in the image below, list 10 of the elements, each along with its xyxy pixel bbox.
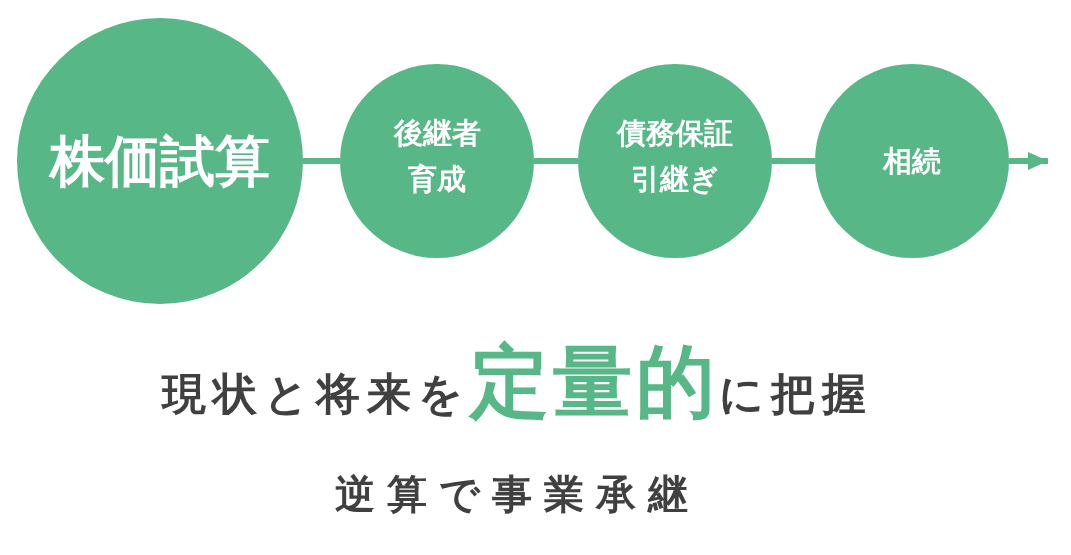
step-label: 債務保証引継ぎ — [615, 114, 734, 198]
step-label: 株価試算 — [50, 128, 270, 195]
headline-text: 逆算で事業承継 — [334, 470, 700, 519]
connector-line — [534, 158, 578, 164]
step-label: 相続 — [883, 142, 941, 180]
step-label: 後継者育成 — [392, 114, 482, 198]
headline-text: 現状と将来を定量的に把握 — [161, 335, 873, 430]
connector-line — [303, 158, 340, 164]
arrow — [1009, 152, 1048, 170]
connector-line — [772, 158, 815, 164]
